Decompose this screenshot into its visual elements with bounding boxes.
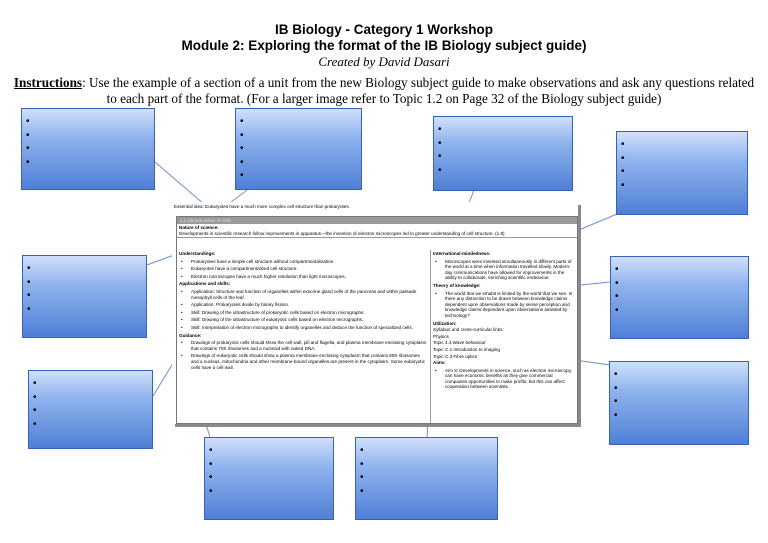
understanding-item: Eukaryotes have a compartmentalized cell… [179, 266, 428, 272]
bullet [615, 277, 748, 291]
bullet [615, 263, 748, 277]
utilization-heading: Utilization: [433, 320, 457, 326]
understanding-item: Electron microscopes have a much higher … [179, 274, 428, 280]
bullet [33, 404, 152, 418]
nos-text: Developments in scientific research foll… [179, 230, 505, 236]
bullet [33, 391, 152, 405]
understandings-heading: Understandings: [179, 251, 216, 256]
note-box-9 [204, 437, 334, 520]
bullet [209, 471, 333, 485]
bullet [360, 471, 497, 485]
application-item: Application: Prokaryotes divide by binar… [179, 302, 428, 308]
instructions-label: Instructions [13, 75, 83, 90]
application-item: Application: Structure and function of o… [179, 289, 428, 300]
bullet [27, 276, 146, 290]
bullet [33, 418, 152, 432]
bullet [621, 165, 747, 179]
nos-heading: Nature of science: [179, 225, 219, 230]
topic-bar: 1.2 Ultrastructure of cells [177, 217, 577, 224]
bullet [614, 395, 748, 409]
bullet [614, 409, 748, 423]
bullet [240, 156, 361, 170]
bullet [209, 444, 333, 458]
utilization-line: Syllabus and cross-curricular links: [433, 327, 504, 333]
bullet [27, 303, 146, 317]
bullet [615, 304, 748, 318]
guidance-item: Drawings of prokaryotic cells should sho… [179, 340, 428, 351]
title-line-1: IB Biology - Category 1 Workshop [274, 22, 494, 37]
bullet [438, 150, 572, 164]
tok-text: The world that we inhabit is limited by … [433, 291, 575, 319]
bullet [26, 129, 154, 143]
application-item: Skill: Drawing of the ultrastructure of … [179, 317, 428, 323]
essential-idea: Essential idea: Eukaryotes have a much m… [174, 204, 350, 209]
note-box-2 [235, 108, 362, 190]
bullet [621, 138, 747, 152]
bullet [614, 368, 748, 382]
bullet [360, 485, 497, 499]
applications-heading: Applications and skills: [179, 281, 231, 287]
connector-line [146, 254, 175, 266]
right-column: International-mindedness: Microscopes we… [431, 250, 577, 423]
aims-text: Aim 8: Developments in science, such as … [433, 368, 575, 390]
bullet [26, 142, 154, 156]
note-box-6 [610, 256, 749, 339]
tok-heading: Theory of knowledge: [433, 282, 481, 288]
left-column: Understandings: Prokaryotes have a simpl… [177, 250, 431, 423]
understanding-item: Prokaryotes have a simple cell structure… [179, 259, 428, 265]
intl-text: Microscopes were invented simultaneously… [433, 259, 575, 281]
bullet [240, 129, 361, 143]
note-box-7 [28, 370, 153, 449]
nature-of-science: Nature of science: Developments in scien… [177, 224, 577, 239]
guidance-item: Drawings of eukaryotic cells should show… [179, 353, 428, 370]
note-box-10 [355, 437, 498, 520]
bullet [438, 123, 572, 137]
author-line: Created by David Dasari [318, 54, 450, 69]
bullet [240, 142, 361, 156]
bullet [615, 290, 748, 304]
topic-table: 1.2 Ultrastructure of cells Nature of sc… [176, 216, 578, 424]
bullet [26, 156, 154, 170]
guidance-heading: Guidance: [179, 332, 202, 338]
intl-heading: International-mindedness: [433, 251, 491, 256]
bullet [27, 289, 146, 303]
bullet [33, 377, 152, 391]
bullet [438, 137, 572, 151]
utilization-line: Topic 4.4 Wave behaviour [433, 340, 486, 346]
bullet [240, 115, 361, 129]
note-box-5 [22, 255, 147, 338]
bullet [360, 458, 497, 472]
bullet [209, 485, 333, 499]
title-line-2: Module 2: Exploring the format of the IB… [181, 38, 587, 53]
instructions-text: : Use the example of a section of a unit… [82, 75, 755, 106]
instructions: Instructions: Use the example of a secti… [12, 75, 756, 107]
bullet [360, 444, 497, 458]
note-box-4 [616, 131, 748, 215]
connector-line [154, 161, 206, 206]
application-item: Skill: Drawing of the ultrastructure of … [179, 310, 428, 316]
bullet [209, 458, 333, 472]
bullet [26, 115, 154, 129]
note-box-1 [21, 108, 155, 190]
bullet [614, 382, 748, 396]
application-item: Skill: Interpretation of electron microg… [179, 325, 428, 331]
bullet [621, 152, 747, 166]
utilization-line: Physics [433, 333, 449, 339]
bullet [27, 262, 146, 276]
note-box-8 [609, 361, 749, 445]
utilization-line: Topic C.1 Introduction to imaging [433, 346, 500, 352]
utilization-line: Topic C.3 Fibre optics [433, 353, 478, 359]
note-box-3 [433, 116, 573, 191]
bullet [621, 179, 747, 193]
bullet [240, 169, 361, 183]
bullet [438, 164, 572, 178]
subject-guide-excerpt: Essential idea: Eukaryotes have a much m… [172, 202, 578, 424]
aims-heading: Aims: [433, 360, 446, 366]
